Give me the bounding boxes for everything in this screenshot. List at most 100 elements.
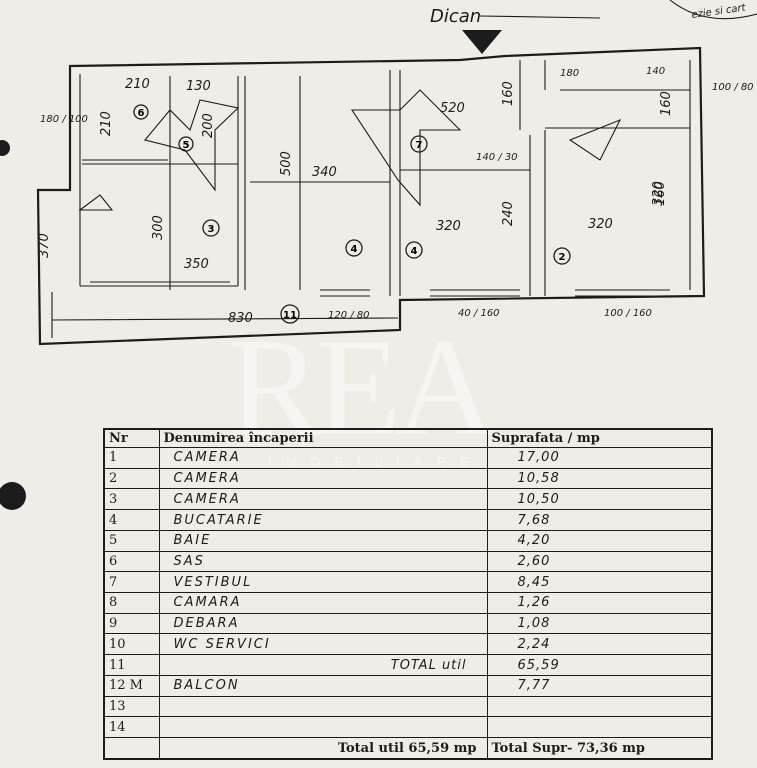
row-nr: 6 bbox=[103, 550, 160, 573]
svg-text:3: 3 bbox=[208, 224, 215, 235]
dim-label: 370 bbox=[37, 233, 52, 258]
row-area: 7,77 bbox=[486, 674, 713, 697]
dim-label: 200 bbox=[201, 113, 216, 138]
row-area: 8,45 bbox=[486, 571, 713, 594]
row-nr: 12 M bbox=[103, 674, 160, 697]
row-name bbox=[158, 695, 488, 718]
row-area: 10,58 bbox=[486, 467, 713, 490]
wall-line bbox=[399, 60, 691, 296]
dim-label: 180 / 100 bbox=[40, 114, 88, 125]
row-nr: 4 bbox=[103, 509, 160, 531]
row-name: BAIE bbox=[158, 529, 488, 552]
dim-label: 210 bbox=[125, 77, 150, 92]
row-area: 2,24 bbox=[486, 633, 713, 656]
room-marker: 6 bbox=[133, 104, 149, 120]
wall-line bbox=[79, 74, 239, 287]
footer-total-supr: Total Supr- 73,36 mp bbox=[486, 737, 713, 760]
wall-line bbox=[519, 60, 690, 130]
row-name: SAS bbox=[158, 550, 488, 573]
row-name: BALCON bbox=[158, 674, 488, 697]
row-name: WC SERVICI bbox=[158, 633, 488, 656]
dim-label: 100 / 80 bbox=[712, 82, 754, 93]
window bbox=[90, 281, 670, 297]
row-area: 17,00 bbox=[486, 447, 713, 469]
dim-label: 120 / 80 bbox=[328, 310, 370, 321]
room-marker: 3 bbox=[202, 219, 220, 237]
row-nr: 11 bbox=[103, 654, 160, 676]
row-name: CAMERA bbox=[158, 488, 488, 511]
row-area: 1,26 bbox=[486, 592, 713, 614]
row-area bbox=[486, 695, 713, 718]
svg-text:11: 11 bbox=[283, 310, 297, 321]
row-nr: 8 bbox=[103, 592, 160, 614]
punch-hole bbox=[0, 140, 10, 156]
row-name: BUCATARIE bbox=[158, 509, 488, 531]
door-swing bbox=[144, 99, 240, 192]
row-nr: 5 bbox=[103, 529, 160, 552]
dim-label: 520 bbox=[440, 101, 465, 116]
dim-label: 140 bbox=[646, 66, 665, 77]
dim-label: 210 bbox=[99, 111, 114, 136]
punch-hole bbox=[0, 482, 26, 510]
row-nr: 13 bbox=[103, 695, 160, 718]
room-marker: 4 bbox=[345, 239, 363, 257]
table-footer-row: Total util 65,59 mp Total Supr- 73,36 mp bbox=[103, 737, 713, 760]
row-total-label: TOTAL util bbox=[158, 654, 488, 676]
dim-label: 40 / 160 bbox=[458, 308, 500, 319]
dim-label: 240 bbox=[501, 201, 516, 226]
dim-label: 320 bbox=[436, 219, 461, 234]
outer-wall bbox=[36, 46, 706, 346]
door-swing bbox=[568, 118, 622, 161]
svg-text:4: 4 bbox=[411, 246, 418, 257]
table-row: 13 bbox=[103, 695, 713, 718]
dim-label: 830 bbox=[228, 311, 253, 326]
row-area bbox=[486, 716, 713, 739]
row-area: 4,20 bbox=[486, 529, 713, 552]
signature-line bbox=[479, 15, 601, 19]
svg-text:4: 4 bbox=[351, 244, 358, 255]
row-area: 1,08 bbox=[486, 612, 713, 635]
room-marker: 4 bbox=[405, 241, 423, 259]
row-name: VESTIBUL bbox=[158, 571, 488, 594]
dim-label: 340 bbox=[312, 165, 337, 180]
wall-line bbox=[82, 76, 238, 290]
row-name: DEBARA bbox=[158, 612, 488, 635]
row-nr: 10 bbox=[103, 633, 160, 656]
wall-line bbox=[244, 70, 391, 296]
row-nr: 2 bbox=[103, 467, 160, 490]
svg-text:6: 6 bbox=[138, 108, 145, 119]
dim-label: 320 bbox=[651, 181, 666, 206]
row-name bbox=[158, 716, 488, 739]
dim-label: 180 bbox=[560, 68, 579, 79]
dim-label: 100 / 160 bbox=[604, 308, 652, 319]
table-header-row: Nr Denumirea încaperii Suprafata / mp bbox=[103, 428, 713, 448]
row-nr: 14 bbox=[103, 716, 160, 739]
floor-plan: ezie si cart Dican 210 130 520 160 180 1… bbox=[36, 0, 757, 346]
dim-label: 300 bbox=[151, 215, 166, 240]
row-name: CAMARA bbox=[158, 592, 488, 614]
room-marker: 5 bbox=[178, 136, 194, 152]
room-marker: 7 bbox=[410, 135, 428, 153]
row-name: CAMERA bbox=[158, 447, 488, 469]
room-marker: 11 bbox=[280, 304, 300, 324]
header-signature: Dican bbox=[430, 6, 481, 27]
row-area: 65,59 bbox=[486, 654, 713, 676]
header-name: Denumirea încaperii bbox=[158, 428, 488, 448]
dim-label: 350 bbox=[184, 257, 209, 272]
dim-label: 160 bbox=[659, 91, 674, 116]
door-swing bbox=[78, 194, 114, 211]
footer-total-util: Total util 65,59 mp bbox=[158, 737, 488, 760]
north-arrow-icon bbox=[462, 30, 502, 54]
dim-label: 160 bbox=[653, 181, 668, 206]
balcony-line bbox=[51, 292, 399, 338]
svg-text:2: 2 bbox=[559, 252, 566, 263]
dim-label: 130 bbox=[186, 79, 211, 94]
